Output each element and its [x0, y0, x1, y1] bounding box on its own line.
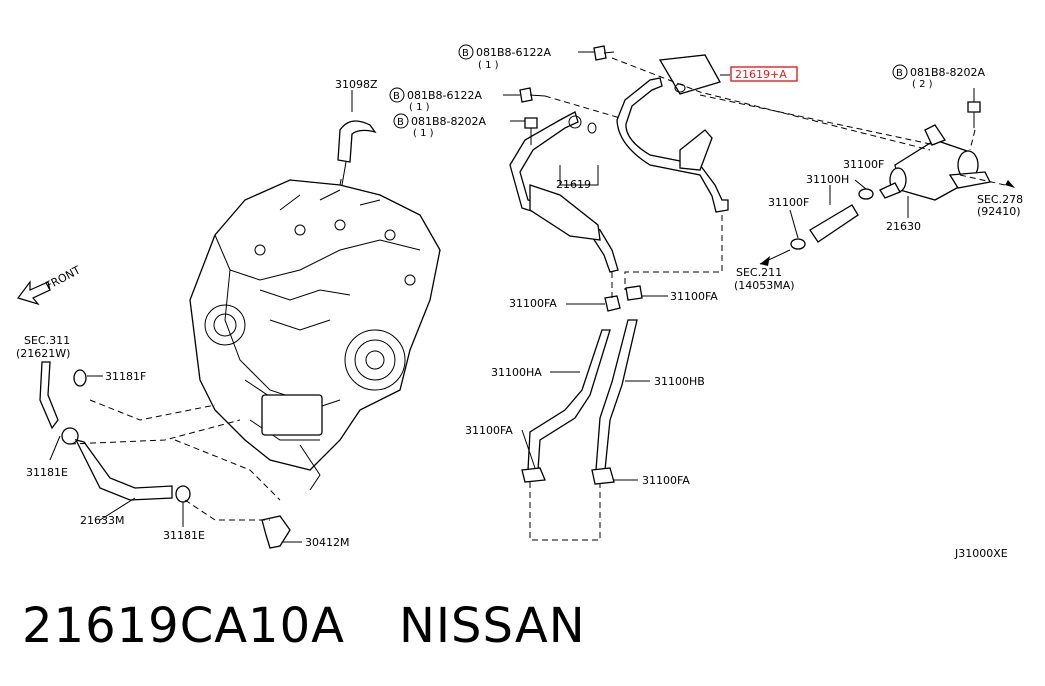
hose-31098z — [337, 120, 377, 163]
label-31098z: 31098Z — [335, 78, 378, 91]
label-31100fa-1: 31100FA — [509, 297, 557, 310]
label-31181f: 31181F — [105, 370, 146, 383]
bolt-3 — [524, 117, 538, 145]
part-number: 21619CA10A — [22, 598, 345, 654]
label-31100hb: 31100HB — [654, 375, 705, 388]
svg-text:081B8-6122A: 081B8-6122A — [407, 89, 483, 102]
clamp-31100f-a — [858, 188, 874, 200]
svg-text:( 1 ): ( 1 ) — [478, 60, 499, 71]
label-30412m: 30412M — [305, 536, 349, 549]
front-label: FRONT — [43, 263, 83, 292]
label-21630: 21630 — [886, 220, 921, 233]
label-21619: 21619 — [556, 178, 591, 191]
front-arrow: FRONT — [17, 263, 83, 306]
highlight-label: 21619+A — [735, 68, 787, 81]
clamp-31181e-a — [61, 427, 79, 445]
pipe-21619-plus-a — [616, 54, 729, 213]
hose-21633m — [74, 439, 173, 501]
bolt-2 — [519, 87, 546, 103]
hose-31100h — [809, 204, 859, 243]
diagram-code: J31000XE — [954, 547, 1008, 560]
bolt-callout-3: B 081B8-8202A ( 1 ) — [393, 113, 487, 139]
sec278-arrow — [1005, 180, 1015, 188]
clamp-31100fa-3 — [521, 467, 546, 483]
label-21633m: 21633M — [80, 514, 124, 527]
bolt-prefix-icon: B — [896, 68, 903, 79]
oil-cooler-21630 — [889, 124, 991, 201]
pipe-21619 — [509, 111, 619, 273]
label-31100fa-2: 31100FA — [670, 290, 718, 303]
label-31100ha: 31100HA — [491, 366, 542, 379]
label-31100h: 31100H — [806, 173, 849, 186]
svg-text:( 1 ): ( 1 ) — [413, 128, 434, 139]
svg-text:( 1 ): ( 1 ) — [409, 102, 430, 113]
label-31100f-a: 31100F — [843, 158, 884, 171]
bolt-1 — [593, 45, 615, 61]
hose-21621w — [39, 361, 59, 430]
bolt-callout-1: B 081B8-6122A ( 1 ) — [458, 44, 552, 71]
svg-text:081B8-8202A: 081B8-8202A — [411, 115, 487, 128]
svg-text:081B8-6122A: 081B8-6122A — [476, 46, 552, 59]
transmission-illustration — [189, 179, 441, 491]
clamp-31181e-b — [175, 485, 191, 503]
svg-text:081B8-8202A: 081B8-8202A — [910, 66, 986, 79]
bolt-prefix-icon: B — [462, 48, 469, 59]
label-31100f-b: 31100F — [768, 196, 809, 209]
label-31100fa-4: 31100FA — [642, 474, 690, 487]
label-31100fa-3: 31100FA — [465, 424, 513, 437]
bolt-4 — [967, 101, 981, 128]
highlight-box — [730, 66, 798, 82]
brand-name: NISSAN — [398, 598, 586, 654]
label-31181e-b: 31181E — [163, 529, 205, 542]
label-sec211: SEC.211 — [736, 266, 782, 279]
label-sec278-sub: (92410) — [977, 205, 1021, 218]
clamp-31100fa-4 — [591, 467, 615, 485]
label-31181e-a: 31181E — [26, 466, 68, 479]
sec211-arrow — [760, 256, 770, 266]
assembly-guide-lines — [69, 57, 1006, 541]
clamp-31100fa-2 — [625, 285, 643, 301]
clamp-31100f-b — [790, 238, 806, 250]
leader-lines — [49, 51, 975, 543]
bolt-callout-2: B 081B8-6122A ( 1 ) — [389, 87, 483, 113]
label-sec278: SEC.278 — [977, 193, 1023, 206]
part-labels: 31098Z 21619 31100F 31100H 31100F 21630 … — [16, 78, 1023, 560]
bolt-prefix-icon: B — [393, 91, 400, 102]
svg-text:( 2 ): ( 2 ) — [912, 79, 933, 90]
part-caption: 21619CA10A NISSAN — [22, 598, 586, 654]
clamp-31100fa-1 — [604, 295, 621, 312]
bracket-30412m — [261, 515, 291, 549]
bolt-prefix-icon: B — [397, 117, 404, 128]
bolt-callout-4: B 081B8-8202A ( 2 ) — [892, 64, 986, 90]
label-sec311: SEC.311 — [24, 334, 70, 347]
label-sec311-sub: (21621W) — [16, 347, 70, 360]
label-sec211-sub: (14053MA) — [734, 279, 795, 292]
clamp-31181f — [73, 369, 87, 387]
